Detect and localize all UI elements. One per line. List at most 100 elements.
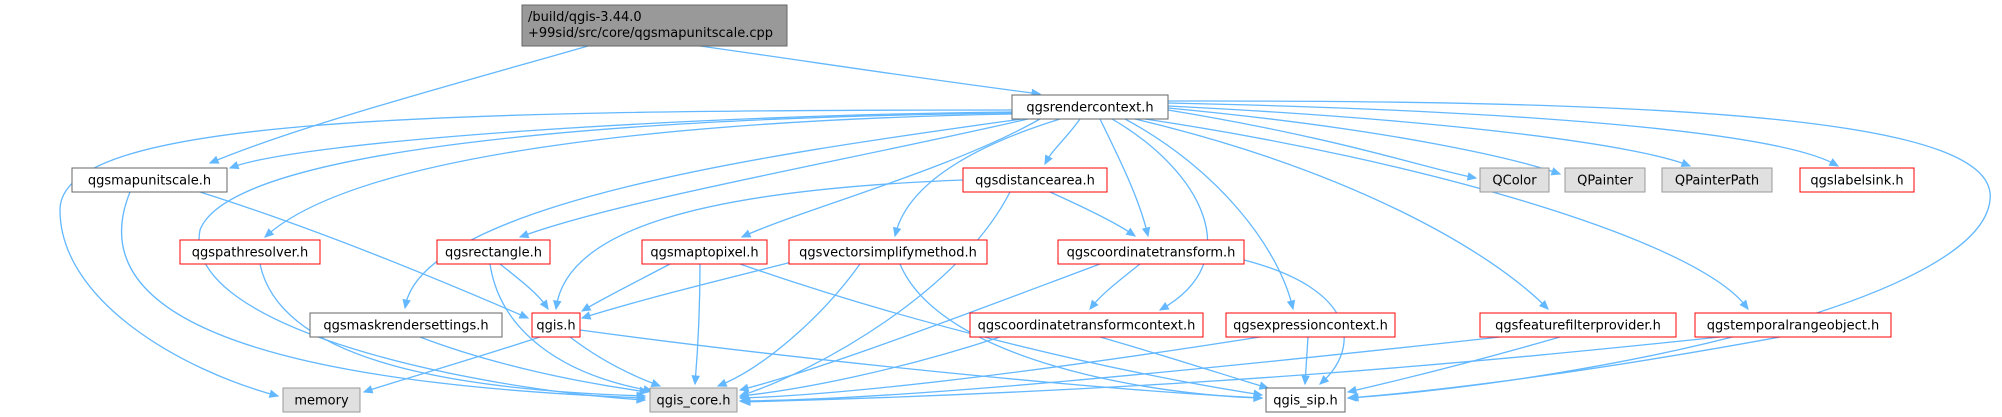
edge-qgsrendercontext-h-to-qgsspathresolver-h-line bbox=[264, 113, 1013, 238]
node-qgsmaskrendersettings-h-box bbox=[309, 312, 503, 338]
edge-qgsrendercontext-h-to-qgsmaskrendersettings-h-arrowhead bbox=[402, 298, 411, 310]
edge-qgsspathresolver-h-to-qgis-core-h-line bbox=[259, 263, 646, 397]
edge-qgsmaptopixel-h-to-qgis-h-arrowhead bbox=[580, 302, 592, 312]
edge-root-to-qgsmapunitscale-h-line bbox=[209, 45, 589, 164]
edge-qgsrendercontext-h-to-QPainter-arrowhead bbox=[1550, 167, 1562, 176]
node-qgsmapunitscale-h-label: qgsmapunitscale.h bbox=[88, 174, 211, 189]
edge-qgscoordinatetransform-h-to-qgis-sip-h-arrowhead bbox=[1319, 375, 1330, 385]
edge-qgsrendercontext-h-to-qgsvectorsimplifymethod-h-arrowhead bbox=[893, 226, 902, 238]
node-memory-box bbox=[282, 387, 361, 413]
node-qgsspathresolver-h[interactable]: qgspathresolver.h bbox=[179, 239, 321, 265]
node-qgsvectorsimplifymethod-h[interactable]: qgsvectorsimplifymethod.h bbox=[788, 239, 988, 265]
node-qgsmaskrendersettings-h[interactable]: qgsmaskrendersettings.h bbox=[309, 312, 503, 338]
edge-qgsmapunitscale-h-to-qgis-h bbox=[199, 191, 530, 319]
node-memory[interactable]: memory bbox=[282, 387, 361, 413]
edge-qgsrendercontext-h-to-QColor-arrowhead bbox=[1466, 172, 1478, 181]
edge-qgsrendercontext-h-to-QColor-line bbox=[1167, 109, 1477, 179]
edge-qgsvectorsimplifymethod-h-to-qgis-h-arrowhead bbox=[580, 311, 592, 320]
edge-qgsmapunitscale-h-to-qgis-h-arrowhead bbox=[518, 310, 530, 319]
edge-qgsrendercontext-h-to-qgsmapunitscale-h bbox=[228, 111, 1013, 170]
node-qgsmaptopixel-h[interactable]: qgsmaptopixel.h bbox=[641, 239, 768, 265]
edge-qgstemporalrangeobject-h-to-qgis-core-h-line bbox=[741, 336, 1721, 403]
edge-qgsdistancearea-h-to-qgis-h-arrowhead bbox=[553, 299, 562, 311]
edge-qgstemporalrangeobject-h-to-qgis-core-h-arrowhead bbox=[740, 397, 751, 407]
edge-qgsrendercontext-h-to-QPainterPath bbox=[1167, 105, 1692, 167]
edge-qgsdistancearea-h-to-qgis-h-line bbox=[555, 179, 964, 310]
edge-qgsvectorsimplifymethod-h-to-qgis-core-h-line bbox=[717, 263, 861, 387]
node-qgsrectangle-h[interactable]: qgsrectangle.h bbox=[436, 239, 551, 265]
node-qgsfeaturefilterprovider-h-label: qgsfeaturefilterprovider.h bbox=[1495, 319, 1661, 334]
edge-qgsmaptopixel-h-to-qgis-h bbox=[580, 263, 671, 312]
node-qgsfeaturefilterprovider-h[interactable]: qgsfeaturefilterprovider.h bbox=[1479, 312, 1677, 338]
node-qgslabelsink-h[interactable]: qgslabelsink.h bbox=[1799, 167, 1915, 193]
edge-qgsrectangle-h-to-qgis-h-arrowhead bbox=[539, 299, 549, 311]
node-qcolor[interactable]: QColor bbox=[1479, 167, 1550, 193]
edge-qgsfeaturefilterprovider-h-to-qgis-core-h-line bbox=[739, 336, 1501, 402]
edge-qgsrendercontext-h-to-qgsdistancearea-h-arrowhead bbox=[1044, 154, 1053, 166]
node-qgstemporalrangeobject-h[interactable]: qgstemporalrangeobject.h bbox=[1694, 312, 1892, 338]
node-qgsdistancearea-h[interactable]: qgsdistancearea.h bbox=[962, 167, 1108, 193]
node-qgsspathresolver-h-label: qgspathresolver.h bbox=[192, 246, 308, 261]
edge-qgis-h-to-qgis-core-h bbox=[569, 336, 662, 388]
edge-qgsrendercontext-h-to-qgstemporalrangeobject-h-line bbox=[1144, 118, 1749, 310]
edge-qgis-h-to-memory-line bbox=[363, 336, 541, 393]
node-qgsrectangle-h-box bbox=[436, 239, 551, 265]
node-qgsrendercontext-h[interactable]: qgsrendercontext.h bbox=[1011, 94, 1169, 120]
edge-qgsmaptopixel-h-to-qgis-sip-h-line bbox=[739, 263, 1263, 396]
node-root-label: +99sid/src/core/qgsmapunitscale.cpp bbox=[528, 26, 773, 41]
node-qgis-core-h-label: qgis_core.h bbox=[657, 394, 731, 409]
node-qgis-sip-h[interactable]: qgis_sip.h bbox=[1265, 387, 1346, 413]
node-qgsmapunitscale-h[interactable]: qgsmapunitscale.h bbox=[71, 167, 228, 193]
node-root[interactable]: /build/qgis-3.44.0+99sid/src/core/qgsmap… bbox=[521, 4, 788, 47]
node-qgscoordinatetransform-h[interactable]: qgscoordinatetransform.h bbox=[1057, 239, 1245, 265]
node-qgis-core-h[interactable]: qgis_core.h bbox=[649, 387, 738, 413]
node-qpainter-box bbox=[1564, 167, 1646, 193]
node-qgsmaptopixel-h-label: qgsmaptopixel.h bbox=[650, 246, 758, 261]
node-qcolor-box bbox=[1479, 167, 1550, 193]
edge-qgscoordinatetransform-h-to-qgis-core-h bbox=[738, 263, 1101, 393]
node-qgsexpressioncontext-h-box bbox=[1225, 312, 1396, 338]
edge-qgis-h-to-qgis-core-h-line bbox=[569, 336, 661, 387]
node-qgscoordinatetransformcontext-h-box bbox=[969, 312, 1204, 338]
node-qpainter[interactable]: QPainter bbox=[1564, 167, 1646, 193]
edge-qgsmapunitscale-h-to-qgis-h-line bbox=[199, 191, 529, 319]
node-qgis-h[interactable]: qgis.h bbox=[531, 312, 581, 338]
node-qgis-core-h-box bbox=[649, 387, 738, 413]
node-qpainterpath-label: QPainterPath bbox=[1675, 174, 1759, 189]
nodes-layer: /build/qgis-3.44.0+99sid/src/core/qgsmap… bbox=[71, 4, 1915, 413]
edge-qgsvectorsimplifymethod-h-to-qgis-core-h bbox=[716, 263, 861, 387]
edge-qgsmapunitscale-h-to-qgis-core-h-line bbox=[120, 191, 646, 399]
edges-layer bbox=[59, 45, 1991, 407]
edge-qgsvectorsimplifymethod-h-to-qgis-h-line bbox=[581, 259, 801, 319]
edge-qgsrendercontext-h-to-qgsvectorsimplifymethod-h bbox=[893, 118, 1061, 238]
edge-qgsrendercontext-h-to-qgscoordinatetransformcontext-h-line bbox=[1111, 118, 1209, 311]
edge-qgsrendercontext-h-to-qgstemporalrangeobject-h-arrowhead bbox=[1739, 299, 1749, 310]
node-qgsmapunitscale-h-box bbox=[71, 167, 228, 193]
edge-qgsrendercontext-h-to-qgsexpressioncontext-h-arrowhead bbox=[1286, 299, 1296, 311]
node-qgsspathresolver-h-box bbox=[179, 239, 321, 265]
edge-qgsrendercontext-h-to-qgsrectangle-h-arrowhead bbox=[518, 230, 530, 239]
node-qgsmaskrendersettings-h-label: qgsmaskrendersettings.h bbox=[323, 319, 488, 334]
edge-qgsrectangle-h-to-qgis-h bbox=[499, 263, 549, 311]
edge-qgsrendercontext-h-to-QPainterPath-line bbox=[1167, 105, 1691, 167]
edge-qgscoordinatetransformcontext-h-to-qgis-sip-h-line bbox=[1099, 336, 1269, 389]
edge-root-to-qgsmapunitscale-h-arrowhead bbox=[208, 155, 220, 164]
node-memory-label: memory bbox=[294, 394, 349, 409]
node-qgis-h-label: qgis.h bbox=[536, 319, 575, 334]
edge-qgis-h-to-qgis-sip-h bbox=[579, 329, 1264, 402]
node-qgsvectorsimplifymethod-h-box bbox=[788, 239, 988, 265]
edge-qgsfeaturefilterprovider-h-to-qgis-sip-h-arrowhead bbox=[1346, 385, 1358, 395]
edge-qgstemporalrangeobject-h-to-qgis-sip-h bbox=[1346, 336, 1781, 402]
edge-qgsrendercontext-h-to-qgslabelsink-h-arrowhead bbox=[1828, 158, 1840, 167]
edge-qgsmapunitscale-h-to-qgis-core-h bbox=[120, 191, 647, 402]
node-qgscoordinatetransformcontext-h-label: qgscoordinatetransformcontext.h bbox=[978, 319, 1196, 334]
node-qgslabelsink-h-label: qgslabelsink.h bbox=[1810, 174, 1903, 189]
edge-qgsrendercontext-h-to-qgsrectangle-h-line bbox=[519, 118, 1029, 238]
node-qgscoordinatetransformcontext-h[interactable]: qgscoordinatetransformcontext.h bbox=[969, 312, 1204, 338]
edge-qgsrendercontext-h-to-qgscoordinatetransformcontext-h-arrowhead bbox=[1158, 302, 1170, 311]
edge-qgscoordinatetransform-h-to-qgscoordinatetransformcontext-h bbox=[1089, 263, 1141, 310]
node-qpainterpath[interactable]: QPainterPath bbox=[1661, 167, 1773, 193]
node-qcolor-label: QColor bbox=[1492, 174, 1537, 189]
node-qgsexpressioncontext-h[interactable]: qgsexpressioncontext.h bbox=[1225, 312, 1396, 338]
